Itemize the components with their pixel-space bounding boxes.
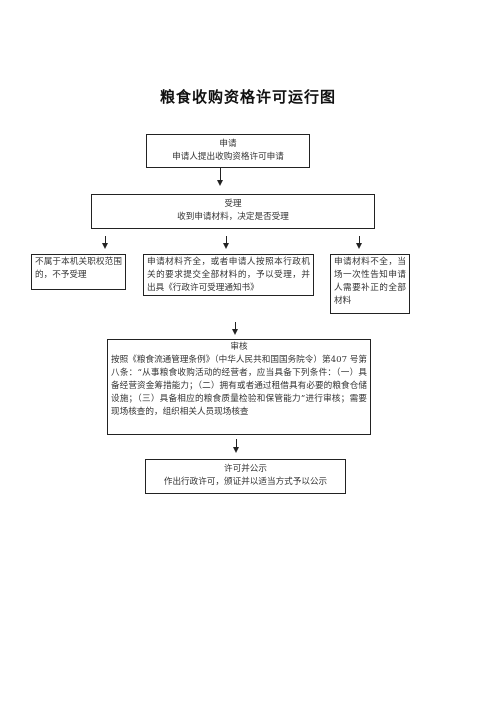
node-license: 许可并公示 作出行政许可，颁证并以适当方式予以公示 bbox=[145, 459, 346, 494]
node-license-text: 作出行政许可，颁证并以适当方式予以公示 bbox=[163, 477, 328, 487]
node-review-heading: 审核 bbox=[230, 342, 248, 352]
node-reject-text: 不属于本机关职权范围的，不予受理 bbox=[35, 257, 122, 280]
node-accept: 受理 收到申请材料，决定是否受理 bbox=[91, 194, 375, 229]
node-review-text: 按照《粮食流通管理条例》（中华人民共和国国务院令）第407 号第八条：“从事粮食… bbox=[111, 355, 367, 417]
node-reject: 不属于本机关职权范围的，不予受理 bbox=[31, 254, 126, 290]
node-incomplete: 申请材料不全，当场一次性告知申请人需要补正的全部材料 bbox=[330, 254, 410, 314]
node-complete-text: 申请材料齐全，或者申请人按照本行政机关的要求提交全部材料的，予以受理，并出具《行… bbox=[147, 257, 310, 293]
node-license-heading: 许可并公示 bbox=[224, 464, 267, 474]
node-incomplete-text: 申请材料不全，当场一次性告知申请人需要补正的全部材料 bbox=[334, 257, 406, 306]
node-review: 审核 按照《粮食流通管理条例》（中华人民共和国国务院令）第407 号第八条：“从… bbox=[107, 339, 371, 435]
node-apply: 申请 申请人提出收购资格许可申请 bbox=[146, 134, 310, 168]
node-apply-text: 申请人提出收购资格许可申请 bbox=[172, 152, 284, 162]
node-complete: 申请材料齐全，或者申请人按照本行政机关的要求提交全部材料的，予以受理，并出具《行… bbox=[143, 254, 314, 296]
node-accept-text: 收到申请材料，决定是否受理 bbox=[177, 212, 289, 222]
page-title: 粮食收购资格许可运行图 bbox=[159, 88, 336, 106]
node-apply-heading: 申请 bbox=[219, 139, 237, 149]
node-accept-heading: 受理 bbox=[224, 199, 242, 209]
